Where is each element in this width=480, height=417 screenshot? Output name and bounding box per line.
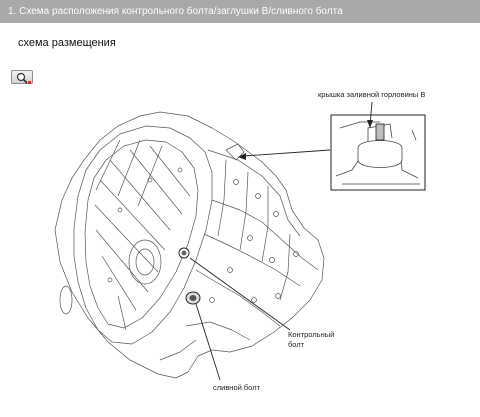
magnifier-icon [16,72,31,84]
page-header: 1. Схема расположения контрольного болта… [0,0,480,23]
transmission-housing [54,111,325,379]
filler-cap-detail [335,121,420,185]
drain-bolt-label: сливной болт [213,383,260,392]
header-title: 1. Схема расположения контрольного болта… [8,6,343,17]
section-title: схема размещения [18,37,116,49]
check-bolt-label: Контрольный болт [288,330,335,349]
zoom-button[interactable] [11,70,33,84]
check-bolt-marker [178,247,190,259]
transmission-diagram [54,101,426,381]
filler-cap-label: крышка заливной горловины В [318,90,426,99]
drain-bolt-marker [185,291,201,305]
